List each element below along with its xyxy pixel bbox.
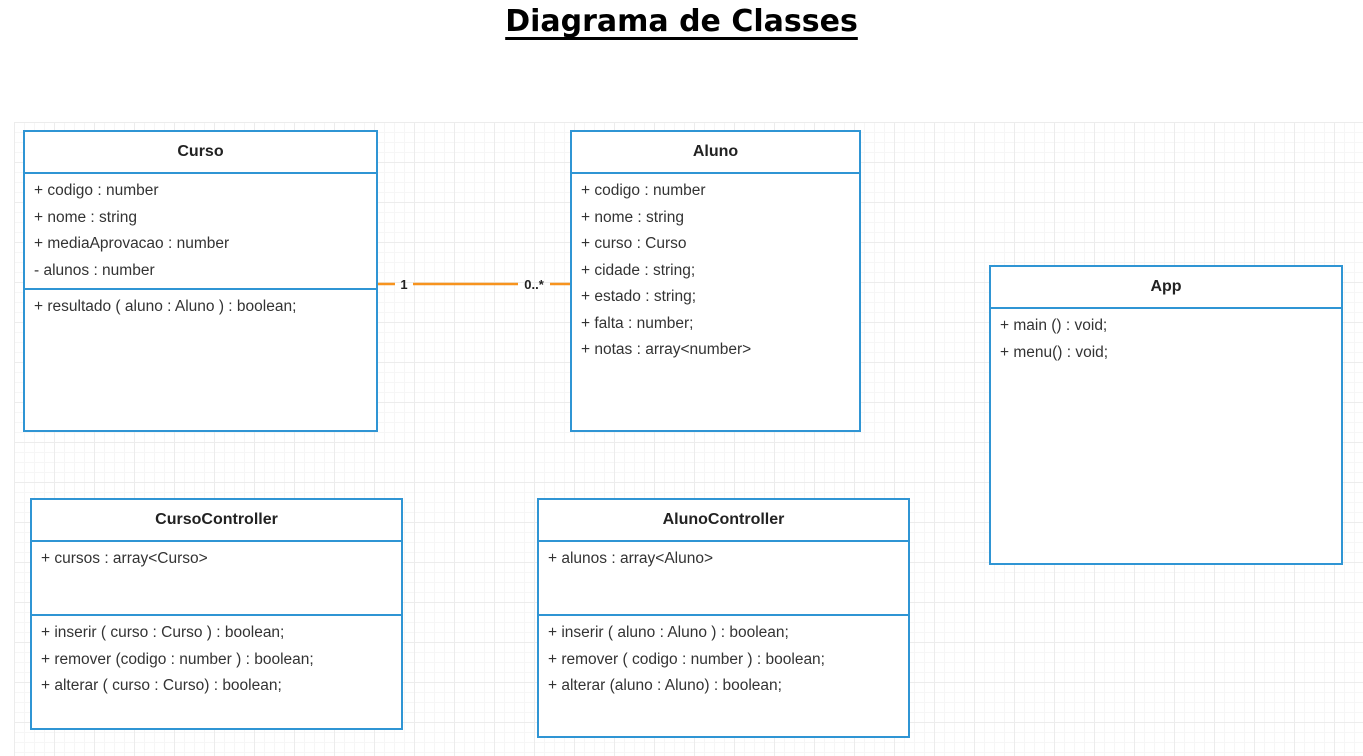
methods-section: + inserir ( curso : Curso ) : boolean; +…: [32, 614, 401, 704]
method: + inserir ( curso : Curso ) : boolean;: [41, 624, 285, 641]
method: + resultado ( aluno : Aluno ) : boolean;: [34, 298, 297, 315]
attribute: + mediaAprovacao : number: [34, 235, 230, 252]
method: + menu() : void;: [1000, 343, 1109, 361]
attribute: + curso : Curso: [581, 235, 687, 252]
attribute: + nome : string: [581, 208, 684, 226]
attributes-section: + codigo : number + nome : string + curs…: [572, 174, 859, 368]
method: + remover (codigo : number ) : boolean;: [41, 650, 314, 668]
attribute: - alunos : number: [34, 261, 155, 279]
attributes-section: + alunos : array<Aluno>: [539, 542, 908, 614]
attribute: + cidade : string;: [581, 261, 696, 279]
method: + main () : void;: [1000, 317, 1108, 334]
attributes-section: + codigo : number + nome : string + medi…: [25, 174, 376, 288]
class-curso[interactable]: Curso + codigo : number + nome : string …: [23, 130, 378, 432]
method: + inserir ( aluno : Aluno ) : boolean;: [548, 624, 789, 641]
attribute: + estado : string;: [581, 288, 697, 305]
attribute: + falta : number;: [581, 314, 694, 332]
methods-section: + main () : void; + menu() : void;: [991, 309, 1341, 370]
class-app[interactable]: App + main () : void; + menu() : void;: [989, 265, 1343, 565]
class-name: AlunoController: [539, 500, 908, 542]
attribute: + notas : array<number>: [581, 341, 752, 358]
methods-section: + resultado ( aluno : Aluno ) : boolean;: [25, 288, 376, 325]
class-name: App: [991, 267, 1341, 309]
class-name: Curso: [25, 132, 376, 174]
class-aluno[interactable]: Aluno + codigo : number + nome : string …: [570, 130, 861, 432]
attribute: + cursos : array<Curso>: [41, 550, 208, 567]
class-name: CursoController: [32, 500, 401, 542]
attributes-section: + cursos : array<Curso>: [32, 542, 401, 614]
method: + alterar ( curso : Curso) : boolean;: [41, 677, 282, 694]
methods-section: + inserir ( aluno : Aluno ) : boolean; +…: [539, 614, 908, 704]
page-title: Diagrama de Classes: [505, 4, 858, 39]
attribute: + codigo : number: [581, 182, 706, 199]
attribute: + nome : string: [34, 208, 137, 226]
class-curso-controller[interactable]: CursoController + cursos : array<Curso> …: [30, 498, 403, 730]
class-name: Aluno: [572, 132, 859, 174]
method: + alterar (aluno : Aluno) : boolean;: [548, 677, 782, 694]
attribute: + codigo : number: [34, 182, 159, 199]
method: + remover ( codigo : number ) : boolean;: [548, 650, 825, 668]
attribute: + alunos : array<Aluno>: [548, 550, 714, 567]
class-aluno-controller[interactable]: AlunoController + alunos : array<Aluno> …: [537, 498, 910, 738]
